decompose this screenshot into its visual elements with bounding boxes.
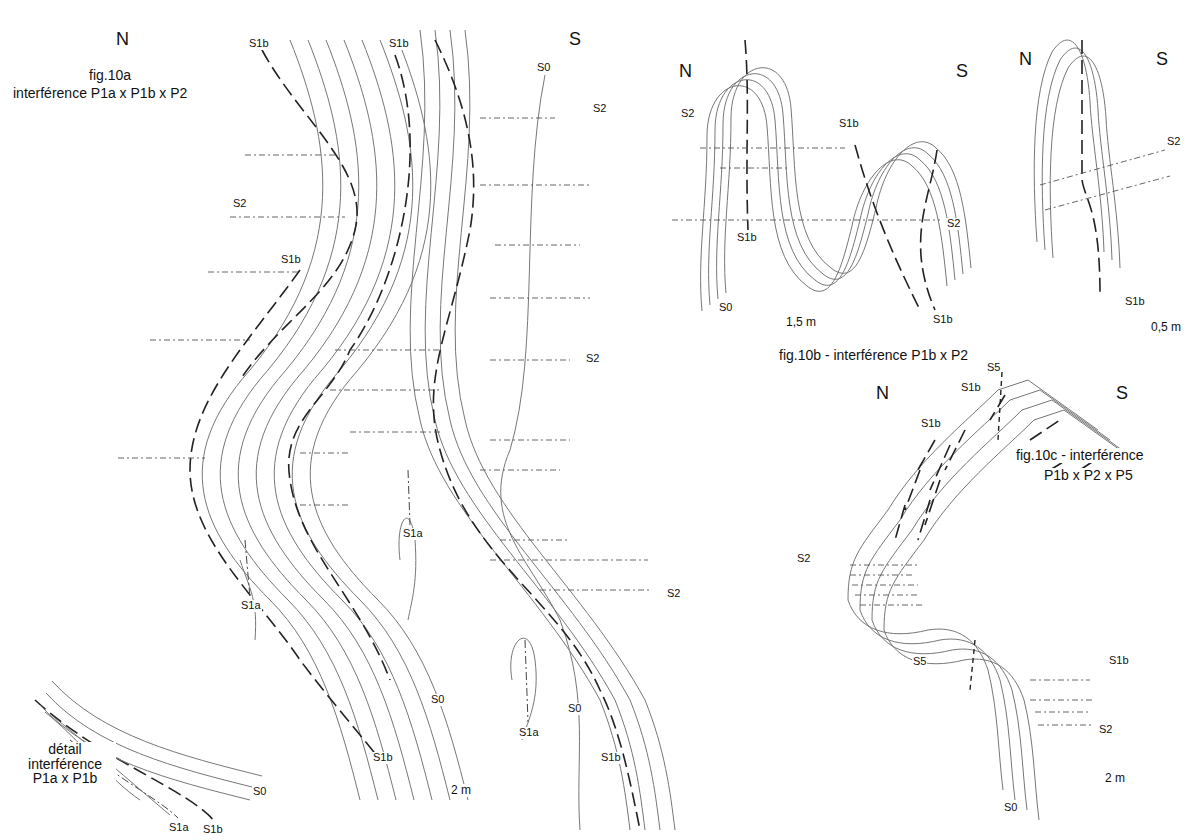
label-text: S [1115,384,1129,403]
label-text: S1b [280,254,302,266]
label-text: 2 m [450,784,472,797]
label-text: S2 [585,353,600,365]
label-text: N [678,62,693,81]
axial-plane-s2 [118,118,650,590]
cleavage-s1a [70,470,528,818]
label-text: S2 [232,198,247,210]
label-text: N [1018,50,1033,69]
label-text: S1a [240,600,262,612]
label-text: P1b x P2 x P5 [1043,468,1134,483]
label-text: S1a [168,822,190,834]
fold-10b [672,40,1170,311]
label-text: fig.10c - interférence [1015,448,1145,463]
label-text: S0 [1003,802,1018,814]
label-text: S2 [1098,724,1113,736]
label-text: S1a [402,528,424,540]
label-text: S1b [372,752,394,764]
cleavage-s1b [35,40,640,830]
label-text: S2 [666,588,681,600]
label-text: S5 [912,656,927,668]
label-text: N [115,30,130,49]
label-text: S0 [718,302,733,314]
label-text: S0 [252,786,267,798]
label-text: S2 [946,218,961,230]
label-text: 1,5 m [785,316,817,329]
label-text: S1b [600,752,622,764]
label-text: S1a [518,727,540,739]
label-text: S1b [960,382,982,394]
label-text: S1b [736,232,758,244]
label-text: 2 m [1104,772,1126,785]
label-text: S0 [430,694,445,706]
label-text: 0,5 m [1150,321,1182,334]
label-text: S1b [202,824,224,836]
label-text: S2 [1166,136,1181,148]
label-text: N [875,384,890,403]
label-text: S2 [796,553,811,565]
label-text: S [1155,50,1169,69]
label-text: S1b [1108,655,1130,667]
label-text: S5 [986,362,1001,374]
label-text: S1b [920,418,942,430]
label-text: S [568,30,582,49]
label-text: S0 [567,703,582,715]
label-text: S1b [388,38,410,50]
label-text: détail interférence P1a x P1b [14,742,116,786]
label-text: S2 [680,108,695,120]
label-text: interférence P1a x P1b x P2 [12,86,188,101]
label-text: S1b [248,38,270,50]
label-text: S1b [932,314,954,326]
label-text: S2 [592,103,607,115]
label-text: S1b [1124,296,1146,308]
label-text: S [955,62,969,81]
label-text: S1b [838,118,860,130]
label-text: fig.10b - interférence P1b x P2 [778,348,969,363]
label-text: S0 [536,62,551,74]
label-text: fig.10a [88,68,132,83]
bedding-s0 [202,30,675,830]
fold-10c [848,372,1134,820]
